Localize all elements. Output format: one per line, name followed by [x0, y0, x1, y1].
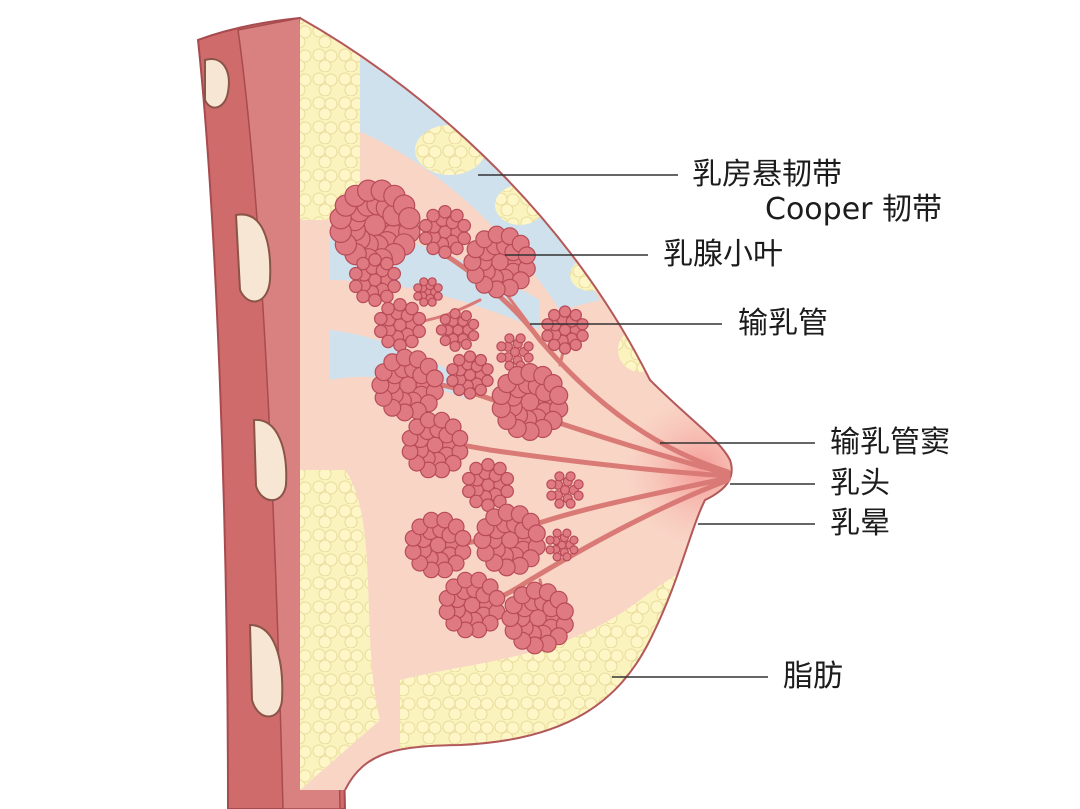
rib — [252, 418, 288, 502]
lobule-cluster — [463, 225, 536, 299]
lobule-cluster — [461, 457, 514, 512]
rib — [204, 58, 230, 109]
lobule-cluster — [501, 581, 574, 655]
rib — [248, 623, 284, 718]
lobule-cluster — [329, 179, 421, 271]
lobule-cluster — [435, 308, 480, 352]
mammary-lobules — [329, 179, 589, 655]
label-lactiferous-duct: 输乳管 — [738, 306, 828, 341]
label-mammary-lobule: 乳腺小叶 — [663, 237, 783, 272]
lobule-cluster — [541, 305, 589, 355]
breast-outline — [299, 17, 733, 791]
lobule-cluster — [473, 503, 546, 577]
lobule-cluster — [546, 471, 584, 509]
lobule-cluster — [371, 348, 444, 422]
leader-lines — [478, 174, 815, 678]
label-fat: 脂肪 — [783, 659, 843, 694]
lobule-cluster — [348, 252, 401, 307]
lobule-cluster — [373, 297, 426, 352]
fat-tissue — [300, 470, 380, 790]
fat-tissue — [415, 125, 485, 175]
lobule-cluster — [413, 277, 443, 307]
label-areola: 乳晕 — [830, 506, 890, 541]
lobule-cluster — [545, 528, 579, 562]
lobule-cluster — [418, 205, 471, 259]
label-nipple: 乳头 — [830, 466, 890, 501]
cooper-ligament-zone — [330, 40, 600, 310]
ribs — [204, 58, 288, 718]
label-lactiferous-sinus: 输乳管窦 — [830, 425, 950, 460]
lobule-cluster — [404, 511, 472, 579]
lobule-cluster — [438, 571, 506, 639]
lobule-cluster — [491, 363, 569, 441]
lobule-cluster — [446, 350, 494, 400]
label-cooper-ligament: Cooper 韧带 — [765, 192, 943, 227]
lobule-cluster — [401, 411, 469, 479]
label-suspensory-ligament: 乳房悬韧带 — [692, 157, 842, 192]
rib — [234, 213, 272, 303]
